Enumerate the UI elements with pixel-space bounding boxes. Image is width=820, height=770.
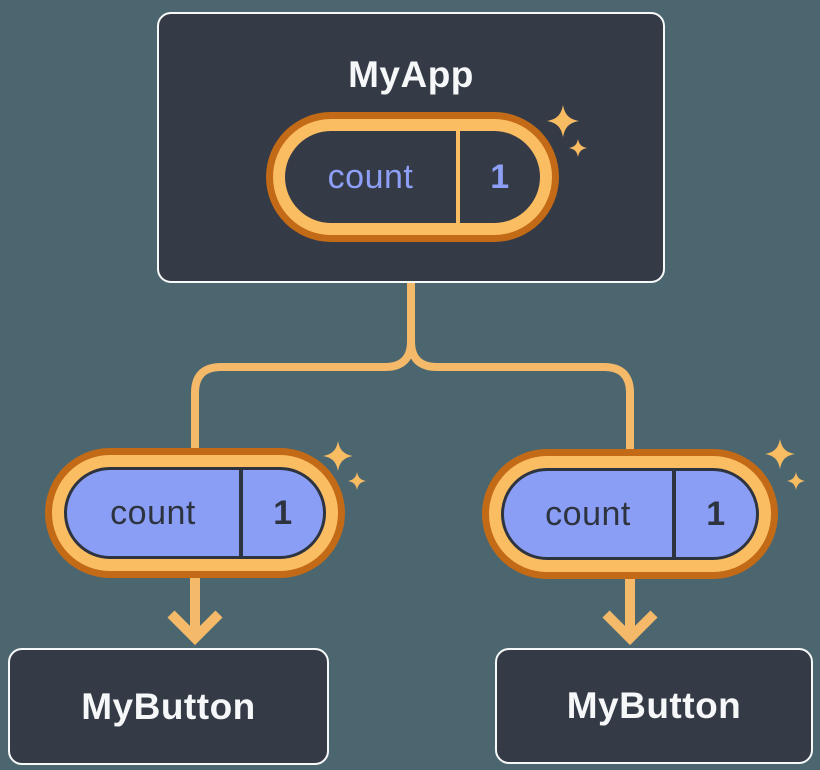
state-name-label: count	[545, 494, 631, 533]
state-pill-ring: count 1	[489, 456, 771, 572]
branch-right-connector	[407, 282, 634, 452]
sparkle-icon	[765, 439, 805, 490]
sparkle-icon	[323, 441, 366, 490]
node-myapp-title: MyApp	[348, 54, 474, 95]
node-mybutton-left-title: MyButton	[81, 685, 256, 727]
sparkle-icon	[547, 105, 587, 157]
node-mybutton-left: MyButton	[8, 648, 329, 765]
node-mybutton-right: MyButton	[495, 648, 813, 764]
state-pill-ring: count 1	[52, 455, 338, 571]
state-value-label: 1	[706, 494, 726, 533]
arrow-right-head-icon	[602, 610, 658, 646]
pill-divider	[239, 470, 243, 556]
pill-divider	[672, 471, 676, 557]
state-value-label: 1	[273, 493, 293, 532]
state-pill-ring: count 1	[273, 119, 552, 235]
state-value-label: 1	[490, 157, 510, 196]
state-pill-right: count 1	[482, 449, 778, 579]
node-mybutton-right-title: MyButton	[566, 685, 742, 726]
arrow-left-head-icon	[167, 610, 223, 646]
state-pill-myapp: count 1	[266, 112, 559, 242]
state-name-label: count	[110, 493, 196, 532]
pill-divider	[456, 131, 460, 223]
state-name-label: count	[327, 157, 414, 196]
state-pill-left: count 1	[45, 448, 345, 578]
